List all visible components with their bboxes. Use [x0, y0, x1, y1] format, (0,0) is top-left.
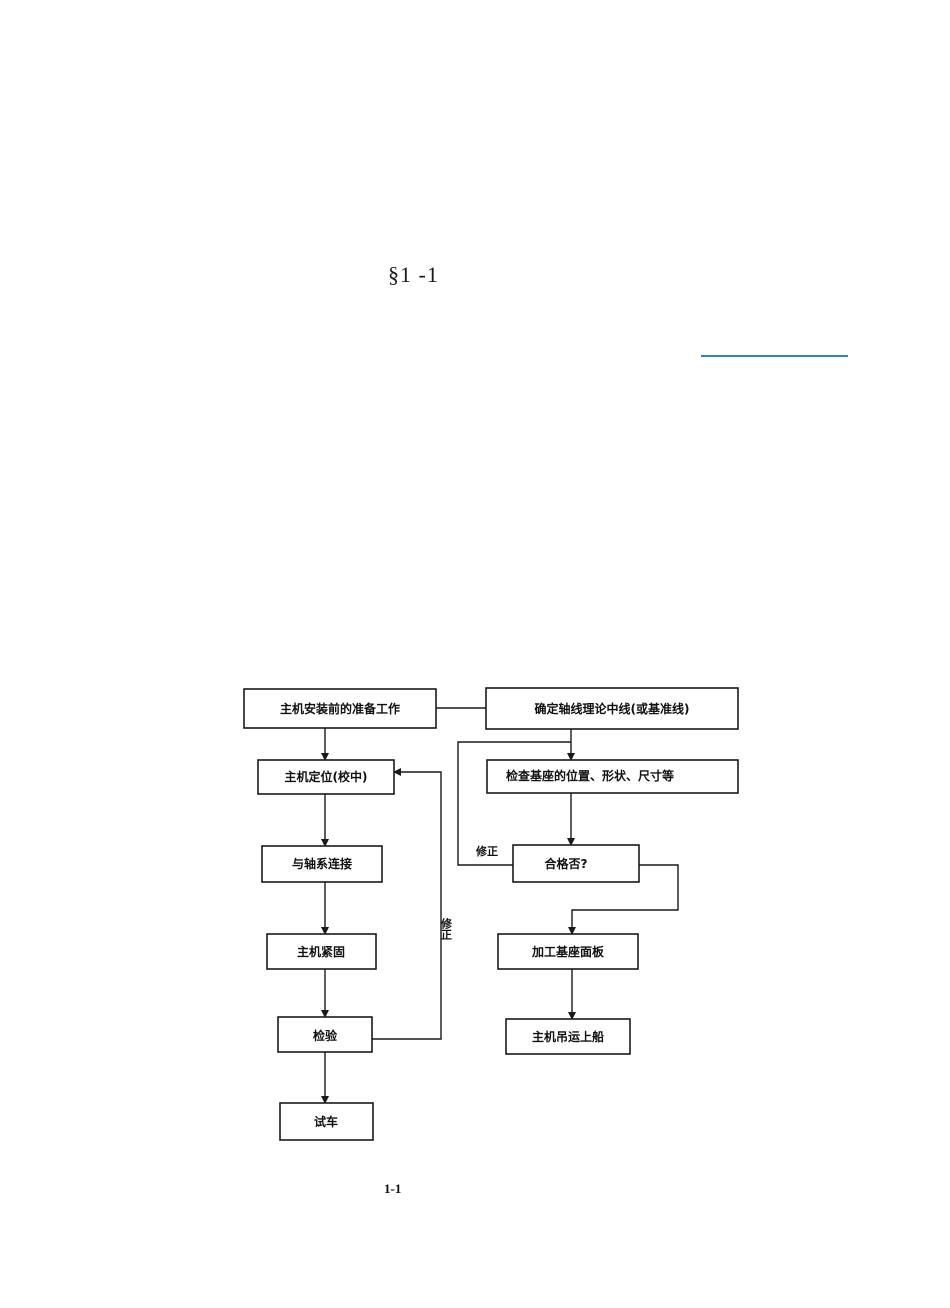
node-trial-label: 试车	[314, 1114, 338, 1129]
node-qualified-label: 合格否?	[545, 856, 588, 871]
node-inspect: 检验	[277, 1016, 373, 1053]
node-prep-label: 主机安装前的准备工作	[280, 701, 400, 716]
arrowhead-check	[567, 753, 575, 761]
node-position-label: 主机定位(校中)	[285, 769, 368, 784]
node-prep: 主机安装前的准备工作	[243, 688, 437, 729]
arrowhead-inspect	[321, 1010, 329, 1018]
node-centerline-label: 确定轴线理论中线(或基准线)	[535, 701, 690, 716]
node-machine-panel: 加工基座面板	[497, 933, 639, 970]
arrowhead-qualified	[567, 838, 575, 846]
node-fasten-label: 主机紧固	[297, 944, 345, 959]
node-check-base-label: 检查基座的位置、形状、尺寸等	[506, 768, 674, 783]
arrowhead-trial	[321, 1096, 329, 1104]
accent-rule	[701, 355, 848, 357]
node-centerline: 确定轴线理论中线(或基准线)	[485, 687, 739, 730]
node-position: 主机定位(校中)	[257, 759, 395, 795]
node-inspect-label: 检验	[313, 1028, 338, 1043]
loop-qualified-to-centerline	[457, 741, 571, 866]
node-connect: 与轴系连接	[261, 845, 383, 883]
node-machine-panel-label: 加工基座面板	[531, 944, 605, 959]
figure-caption: 1-1	[384, 1181, 402, 1196]
node-fasten: 主机紧固	[266, 933, 377, 970]
correct-label-right: 修正	[475, 844, 498, 858]
node-qualified: 合格否?	[512, 844, 640, 883]
node-hoist-label: 主机吊运上船	[532, 1029, 604, 1044]
loop-inspect-to-position	[372, 771, 442, 1040]
correct-label-left: 修正	[440, 917, 454, 941]
node-trial: 试车	[279, 1102, 374, 1141]
arrowhead-panel	[568, 927, 576, 935]
node-hoist: 主机吊运上船	[505, 1018, 631, 1055]
node-connect-label: 与轴系连接	[292, 856, 352, 871]
section-heading: §1 -1	[388, 262, 439, 287]
branch-qualified-to-panel	[571, 864, 679, 934]
arrowhead-connect	[321, 839, 329, 847]
arrowhead-hoist	[568, 1012, 576, 1020]
arrowhead-position	[321, 753, 329, 761]
arrowhead-loop-position	[393, 768, 401, 776]
arrowheads	[321, 753, 576, 1104]
node-check-base: 检查基座的位置、形状、尺寸等	[486, 759, 739, 794]
arrowhead-fasten	[321, 927, 329, 935]
